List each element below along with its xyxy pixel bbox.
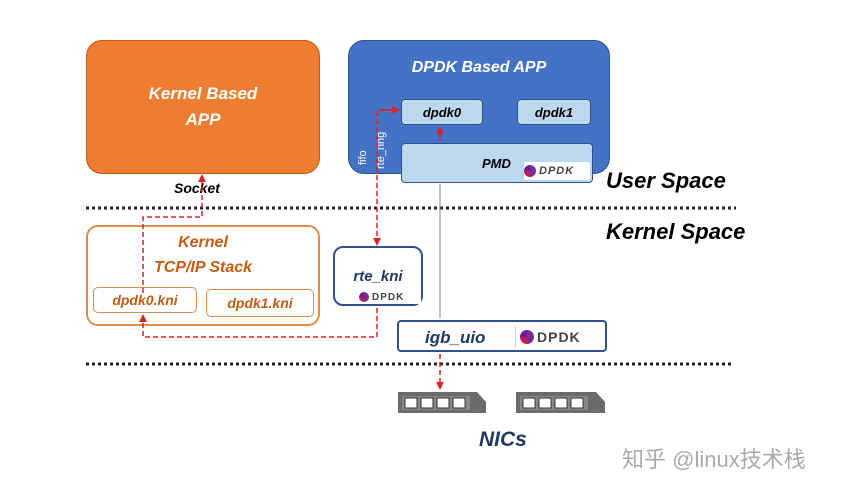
socket-path-arrow <box>142 174 206 293</box>
dpdk0-kni-box: dpdk0.kni <box>93 287 197 313</box>
dpdk0-port-box: dpdk0 <box>401 99 483 125</box>
rtekni-to-kni-arrow <box>139 308 378 338</box>
dpdk-logo-icon <box>520 330 534 344</box>
dpdk-logo-icon <box>524 165 536 177</box>
kernel-app-line1: Kernel Based <box>148 84 258 103</box>
kernel-stack-line2: TCP/IP Stack <box>153 259 253 276</box>
kernel-tcpip-stack-box: Kernel TCP/IP Stack dpdk0.kni dpdk1.kni <box>86 225 320 326</box>
nic-card-icon <box>516 392 605 413</box>
nics-label: NICs <box>479 428 527 451</box>
watermark-text: 知乎 @linux技术栈 <box>622 447 806 472</box>
kernel-stack-title: Kernel TCP/IP Stack <box>88 230 318 280</box>
rte-kni-label: rte_kni <box>353 268 403 285</box>
pmd-dpdk-logo: DPDK <box>524 162 590 180</box>
dpdk-logo-text: DPDK <box>537 329 581 345</box>
dpdk0-label: dpdk0 <box>422 104 462 120</box>
dpdk1-kni-label: dpdk1.kni <box>227 295 293 311</box>
igb-uio-label: igb_uio <box>425 328 486 347</box>
kernel-space-label: Kernel Space <box>606 219 746 244</box>
kernel-stack-line1: Kernel <box>178 234 228 251</box>
user-space-label: User Space <box>606 168 726 193</box>
igb-uio-box: igb_uio DPDK <box>397 320 607 352</box>
dpdk1-kni-box: dpdk1.kni <box>206 289 314 317</box>
pmd-label: PMD <box>482 155 511 171</box>
rte-kni-box: rte_kni DPDK <box>333 246 423 306</box>
dpdk0-kni-label: dpdk0.kni <box>112 292 178 308</box>
dpdk1-port-box: dpdk1 <box>517 99 591 125</box>
ring-to-rtekni-arrow <box>373 109 400 246</box>
socket-label: Socket <box>174 180 220 196</box>
igb-uio-dpdk-logo: DPDK <box>515 326 599 348</box>
dpdk-based-app-box: DPDK Based APP dpdk0 dpdk1 PMD DPDK fifo… <box>348 40 610 183</box>
dpdk-logo-icon <box>359 292 369 302</box>
dpdk-logo-text: DPDK <box>372 291 405 303</box>
rte-kni-dpdk-logo: DPDK <box>359 290 421 304</box>
dpdk-logo-text: DPDK <box>539 165 575 177</box>
kernel-app-line2: APP <box>185 110 221 129</box>
pmd-box: PMD DPDK <box>401 143 593 183</box>
nic-card-icon <box>398 392 486 413</box>
dpdk-app-title: DPDK Based APP <box>411 59 547 76</box>
kernel-based-app-box: Kernel Based APP <box>86 40 320 174</box>
dpdk1-label: dpdk1 <box>534 104 574 120</box>
